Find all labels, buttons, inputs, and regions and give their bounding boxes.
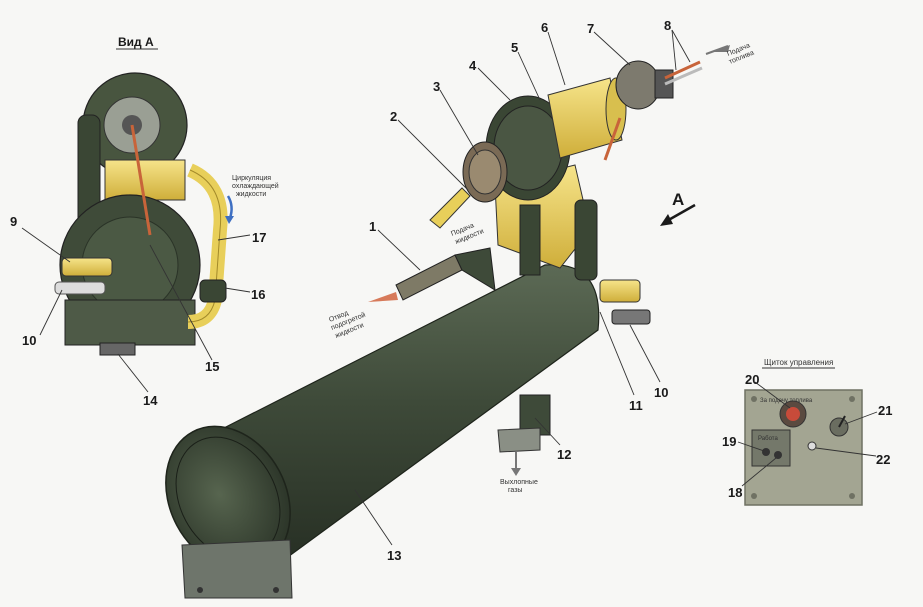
label-17: 17 [252, 230, 266, 245]
label-12: 12 [557, 447, 571, 462]
view-a-component-10 [54, 281, 106, 295]
component-1 [395, 254, 463, 301]
inlet-2 [429, 187, 471, 229]
view-a-arrow [660, 214, 673, 226]
tank-bracket [181, 539, 293, 599]
label-16: 16 [251, 287, 265, 302]
component-11 [599, 279, 641, 303]
toggle-19[interactable] [762, 448, 770, 456]
view-a-title: Вид А [118, 35, 154, 49]
switch-block [751, 429, 791, 467]
label-7: 7 [587, 21, 594, 36]
label-5: 5 [511, 40, 518, 55]
label-10-view: 10 [22, 333, 36, 348]
label-20: 20 [745, 372, 759, 387]
panel-switch-label: Работа [758, 436, 778, 442]
label-11: 11 [629, 398, 643, 413]
panel-title: Щиток управления [764, 358, 833, 367]
cylinder-6 [547, 77, 623, 159]
label-8: 8 [664, 18, 671, 33]
leaders [21, 29, 878, 546]
exhaust-caption-1: Выхлопные [500, 479, 538, 486]
label-6: 6 [541, 20, 548, 35]
label-21: 21 [878, 403, 892, 418]
main-heater: А Подача топлива Подача жидкости Отвод п… [165, 42, 755, 599]
toggle-18[interactable] [774, 451, 782, 459]
label-22: 22 [876, 452, 890, 467]
view-a-caption-2: охлаждающей [232, 182, 279, 190]
label-18: 18 [728, 485, 742, 500]
view-a-flow-arrow [226, 195, 233, 219]
panel-knob-label: За подачу топлива [760, 398, 813, 404]
label-10-main: 10 [654, 385, 668, 400]
label-19: 19 [722, 434, 736, 449]
view-a-component-9 [61, 257, 113, 277]
view-a-caption-3: жидкости [236, 191, 266, 198]
label-1: 1 [369, 219, 376, 234]
nozzle-7 [615, 60, 661, 110]
view-a-caption-1: Циркуляция [232, 175, 271, 182]
label-2: 2 [390, 109, 397, 124]
indicator-22 [807, 441, 817, 451]
label-4: 4 [469, 58, 477, 73]
label-15: 15 [205, 359, 219, 374]
label-14: 14 [143, 393, 158, 408]
label-13: 13 [387, 548, 401, 563]
view-a-yellow-block [104, 159, 186, 201]
label-9: 9 [10, 214, 17, 229]
view-a-hose-16 [199, 279, 227, 303]
number-labels: 9 10 14 15 16 17 1 2 3 4 5 6 7 8 10 11 1… [10, 18, 892, 563]
label-3: 3 [433, 79, 440, 94]
view-a: Вид А Циркуляция охлаждающей жидкости [54, 35, 279, 356]
component-10-main [611, 309, 651, 325]
exhaust-caption-2: газы [508, 487, 522, 494]
control-panel: Щиток управления За подачу топлива Работ… [744, 358, 863, 506]
arrow-a-letter: А [672, 190, 684, 209]
